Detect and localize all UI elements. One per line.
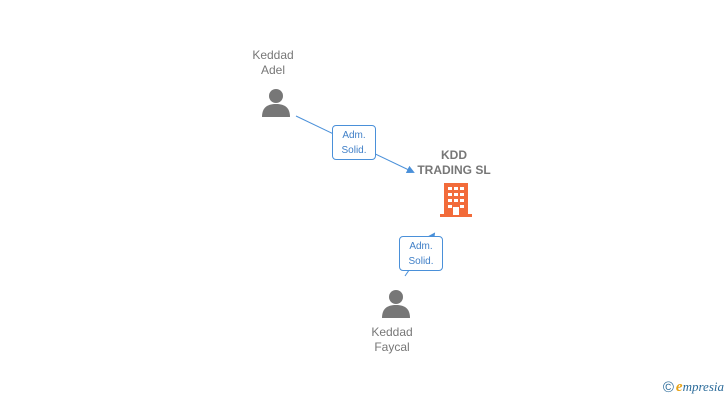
- role-badge-faycal[interactable]: Adm. Solid.: [399, 236, 443, 271]
- person-icon[interactable]: [381, 289, 411, 319]
- person-label-faycal[interactable]: Keddad Faycal: [362, 325, 422, 355]
- role-badge-adel[interactable]: Adm. Solid.: [332, 125, 376, 160]
- empresia-logo[interactable]: © empresia: [663, 378, 724, 396]
- role-line1: Adm.: [409, 241, 433, 252]
- person-second-line: Faycal: [374, 340, 410, 354]
- company-name-line1: KDD: [441, 148, 467, 162]
- building-icon[interactable]: [440, 183, 472, 217]
- role-line2: Solid.: [408, 256, 434, 267]
- role-line2: Solid.: [341, 145, 367, 156]
- person-first-line: Keddad: [371, 325, 413, 339]
- person-second-line: Adel: [260, 63, 286, 77]
- company-name[interactable]: KDD TRADING SL: [404, 148, 504, 178]
- role-line1: Adm.: [342, 130, 366, 141]
- person-first-line: Keddad: [252, 48, 294, 62]
- company-name-line2: TRADING SL: [417, 163, 491, 177]
- brand-rest: mpresia: [682, 379, 724, 394]
- brand-first-letter: e: [675, 379, 683, 395]
- person-label-adel[interactable]: Keddad Adel: [243, 48, 303, 78]
- person-icon[interactable]: [261, 88, 291, 118]
- brand-wordmark: empresia: [676, 378, 724, 396]
- copyright-icon: ©: [662, 378, 674, 396]
